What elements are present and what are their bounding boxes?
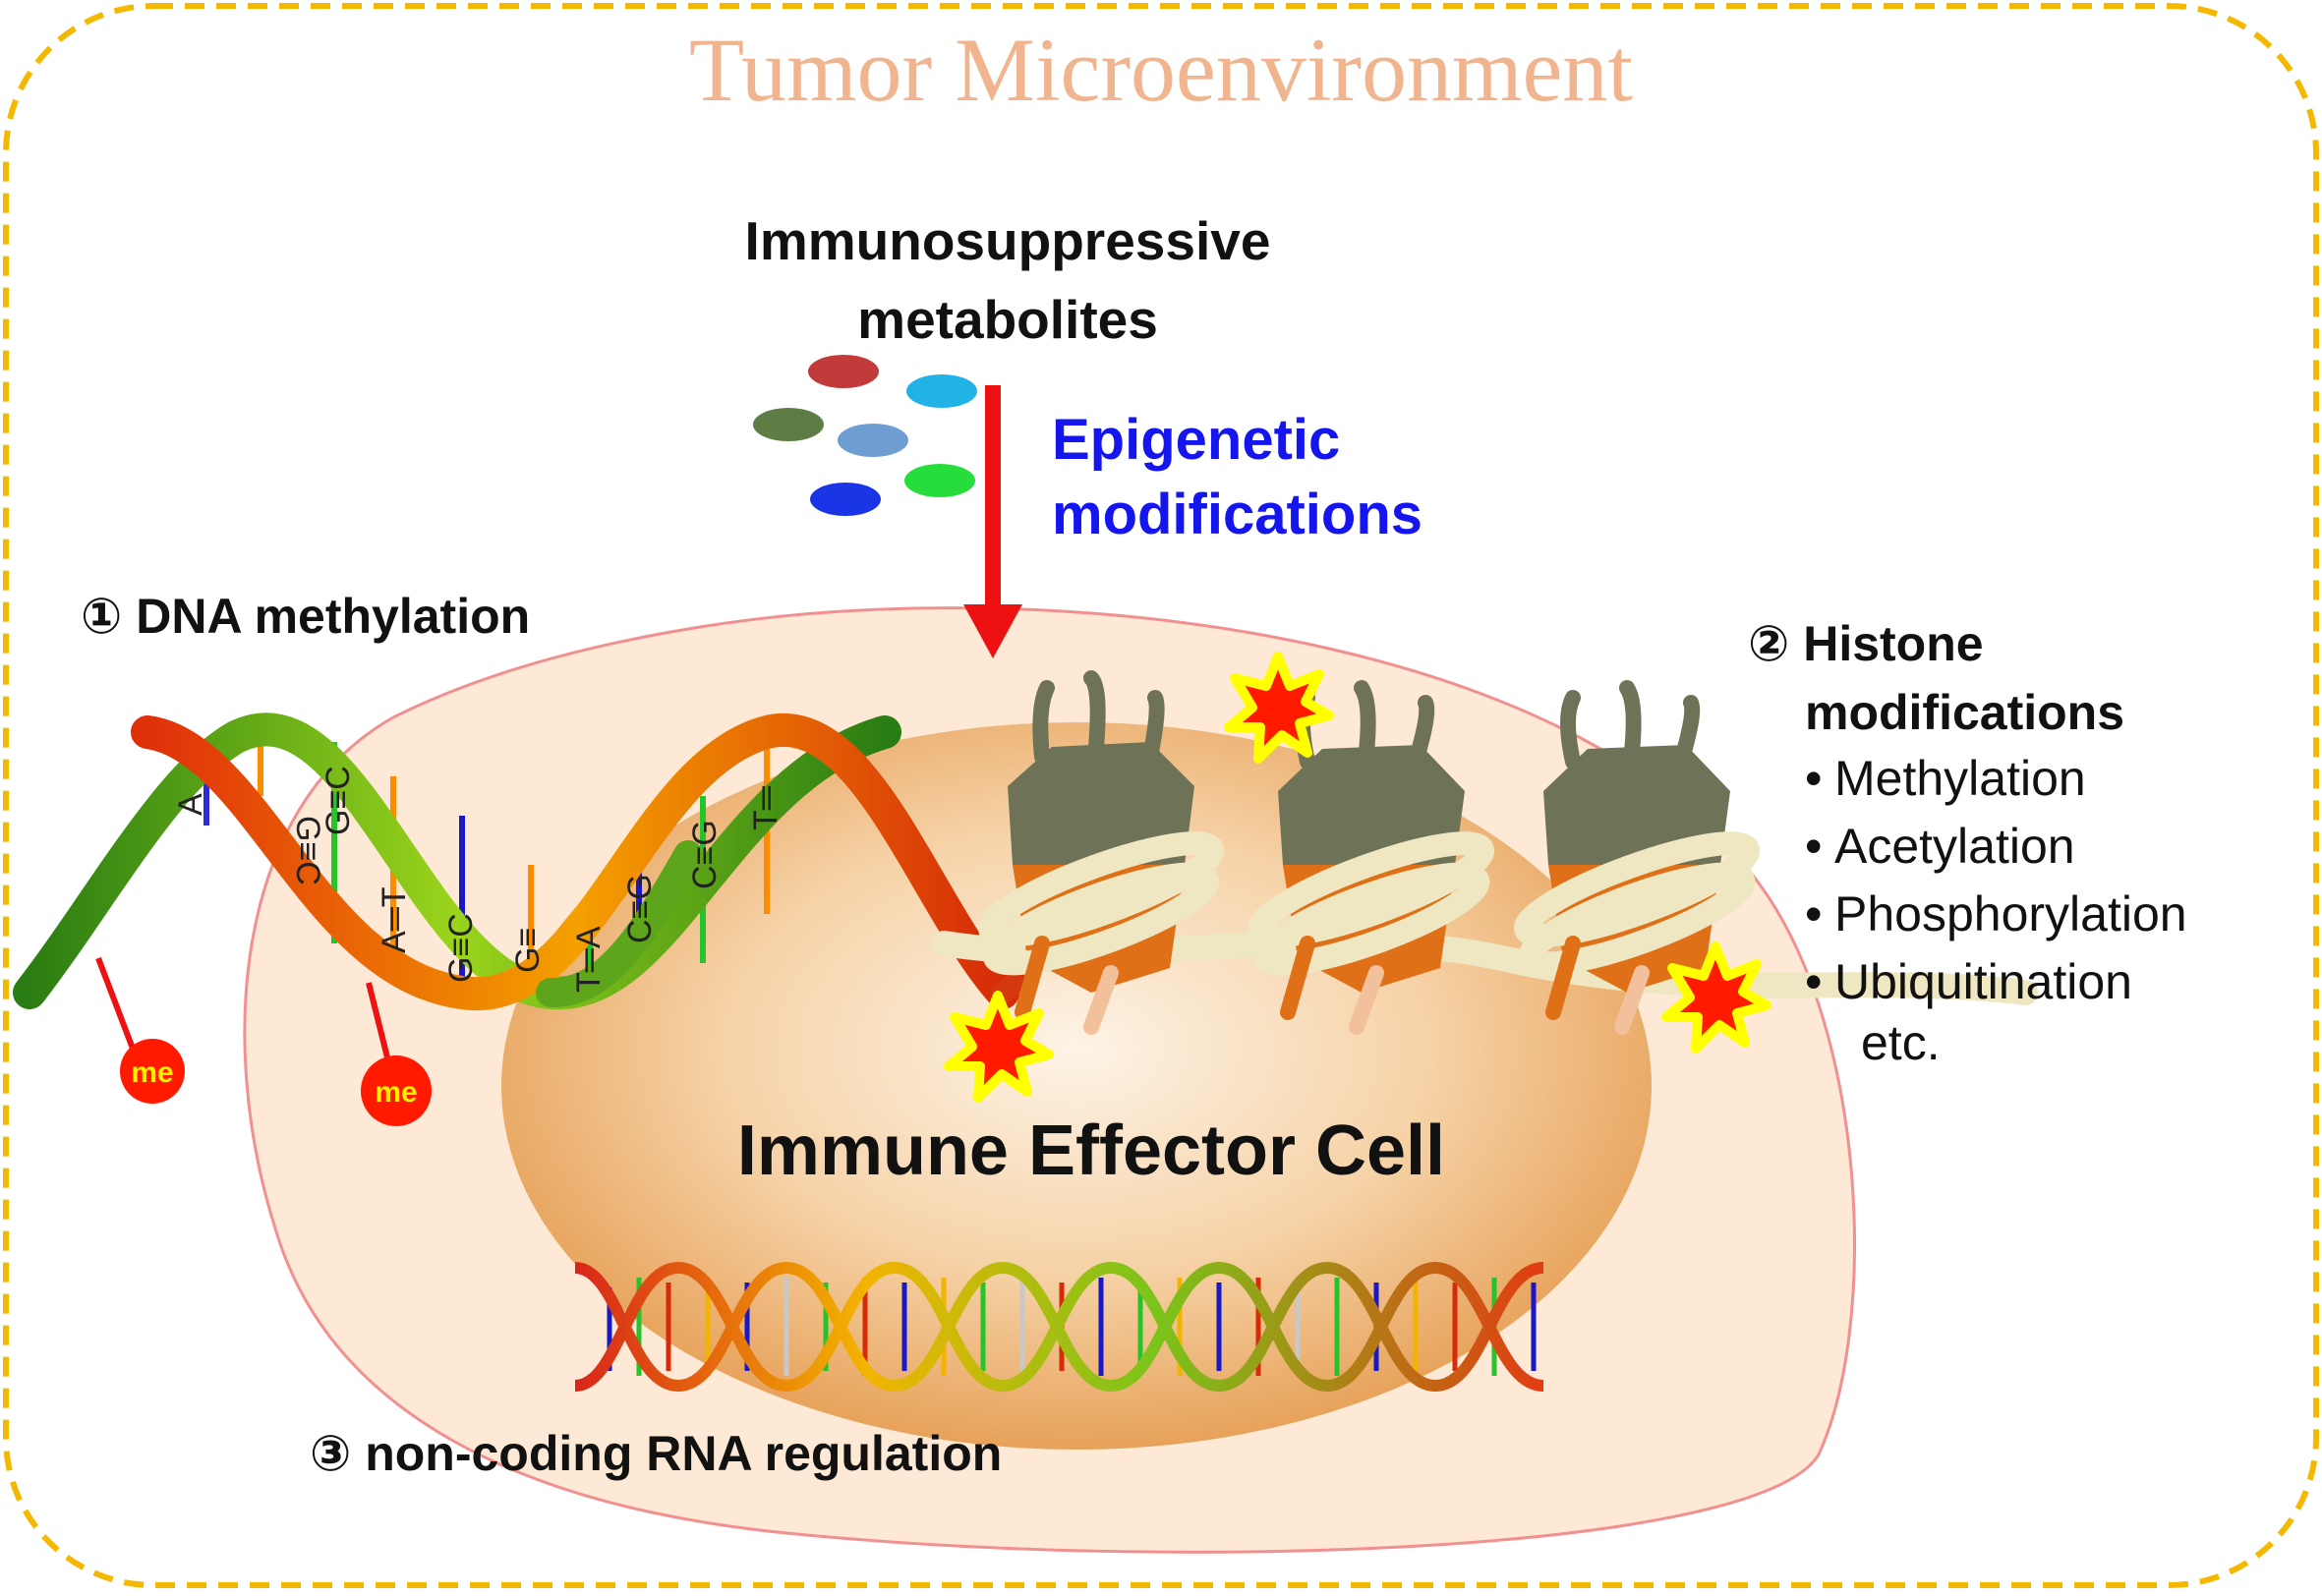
bp-4: A═T: [376, 886, 413, 953]
bp-8: C≡G: [621, 874, 659, 943]
metabolite-green: [904, 464, 975, 497]
epigenetic-arrow: [963, 385, 1022, 658]
metabolite-cyan: [906, 374, 977, 408]
bp-10: T═: [747, 785, 784, 830]
tumor-microenvironment-frame: [3, 3, 2319, 1588]
metabolites-label-line1: Immunosuppressive: [744, 210, 1271, 271]
methyl-tag-1: me: [131, 1056, 173, 1089]
bp-3: G≡C: [319, 766, 357, 835]
bp-5: G≡C: [442, 913, 480, 983]
histone-modification-list: Methylation Acetylation Phosphorylation …: [1834, 745, 2187, 1016]
nucleosome-3: [1513, 680, 1761, 1035]
bp-1: A: [172, 793, 209, 816]
dna-methylation-label: ① DNA methylation: [81, 589, 531, 644]
metabolite-red: [808, 355, 879, 388]
ncrna-helix: [574, 1261, 1544, 1393]
epigenetic-label-line1: Epigenetic: [1052, 408, 1341, 472]
histone-mod-item: Methylation: [1834, 745, 2187, 813]
bp-7: T═A: [570, 926, 608, 993]
metabolites: [753, 355, 977, 516]
metabolites-label-line2: metabolites: [857, 289, 1158, 350]
diagram-title: Tumor Microenvironment: [689, 20, 1633, 120]
histone-etc: etc.: [1861, 1015, 1941, 1070]
star-1: [944, 991, 1054, 1103]
methyl-group-2: me: [361, 982, 432, 1126]
modification-stars: [944, 652, 1771, 1103]
metabolite-olive: [753, 408, 824, 441]
metabolite-lightblue: [838, 424, 908, 457]
histone-mod-item: Phosphorylation: [1834, 881, 2187, 948]
epigenetic-label: Epigenetic modifications: [1052, 403, 1422, 552]
histone-label-line2: modifications: [1805, 685, 2125, 740]
metabolite-blue: [810, 483, 881, 516]
bp-2: G≡C: [289, 816, 326, 885]
histone-label: ② Histone modifications: [1748, 609, 2124, 747]
star-2: [1224, 652, 1334, 764]
methyl-tag-2: me: [375, 1076, 417, 1109]
ncrna-label: ③ non-coding RNA regulation: [310, 1426, 1003, 1481]
bp-6: G≡: [509, 928, 547, 973]
histone-label-line1: ② Histone: [1748, 616, 1984, 671]
methyl-group-1: me: [95, 956, 185, 1104]
bp-9: C≡G: [686, 820, 724, 889]
cell-label: Immune Effector Cell: [736, 1112, 1446, 1190]
star-3: [1661, 941, 1771, 1054]
metabolites-label: Immunosuppressive metabolites: [688, 201, 1327, 359]
histone-mod-item: Ubiquitination: [1834, 948, 2187, 1016]
base-pair-letters: A G≡C G≡C A═T G≡C G≡ T═A C≡G C≡G T═: [172, 766, 784, 993]
histone-mod-item: Acetylation: [1834, 813, 2187, 881]
nucleosome-1: [977, 670, 1225, 1035]
epigenetic-label-line2: modifications: [1052, 483, 1423, 546]
